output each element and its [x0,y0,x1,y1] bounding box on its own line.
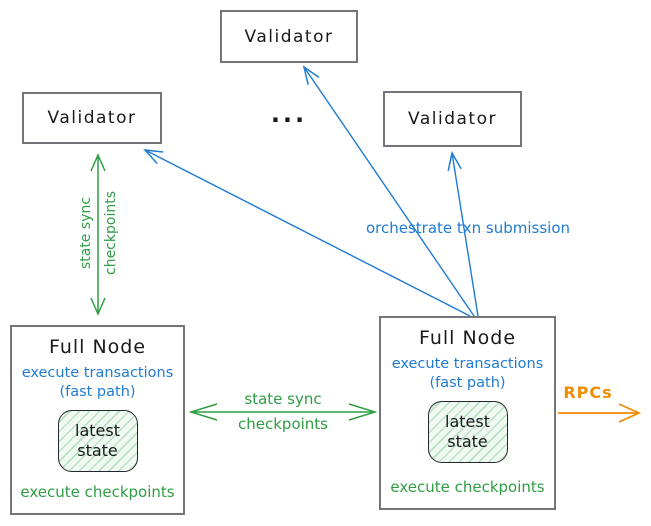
full-node-left-box: Full Node execute transactions (fast pat… [10,325,185,515]
full-node-right-title: Full Node [418,327,517,349]
full-node-left-footer: execute checkpoints [20,483,175,501]
full-node-left-fast-path-line2: (fast path) [59,384,136,400]
full-node-left-title: Full Node [48,336,147,358]
arrow-orchestrate-to-left-validator [143,149,471,317]
validators-ellipsis: ... [270,100,308,128]
full-node-right-fast-path-line1: execute transactions [391,356,544,372]
full-node-right-footer: execute checkpoints [390,478,545,496]
full-node-right-box: Full Node execute transactions (fast pat… [379,316,556,510]
validator-left-box: Validator [22,92,162,144]
full-node-right-fast-path-line2: (fast path) [429,375,506,391]
full-node-left-latest-state-box: latest state [57,410,138,472]
validator-right-box: Validator [383,91,522,147]
full-node-left-fast-path-line1: execute transactions [21,365,174,381]
validator-top-box: Validator [220,10,358,63]
full-node-left-fast-path: execute transactions (fast path) [12,364,183,402]
arrow-orchestrate-to-top-validator [302,65,475,317]
full-node-right-latest-state-box: latest state [427,401,508,463]
latest-state-line1: latest [75,421,120,440]
validator-right-label: Validator [408,109,497,129]
vertical-arrow-label-line2: checkpoints [103,191,119,275]
full-node-right-fast-path: execute transactions (fast path) [381,355,554,393]
validator-left-label: Validator [47,108,137,128]
validator-top-label: Validator [244,26,334,47]
horizontal-arrow-label-line1: state sync [244,390,322,408]
latest-state-line1: latest [445,412,490,431]
vertical-arrow-label-line1: state sync [78,196,94,270]
latest-state-line2: state [447,432,488,451]
orchestrate-label: orchestrate txn submission [365,219,571,237]
latest-state-line2: state [77,441,118,460]
horizontal-arrow-label-line2: checkpoints [238,415,328,433]
rpcs-label: RPCs [563,383,613,402]
arrow-orchestrate-to-right-validator [447,150,479,317]
